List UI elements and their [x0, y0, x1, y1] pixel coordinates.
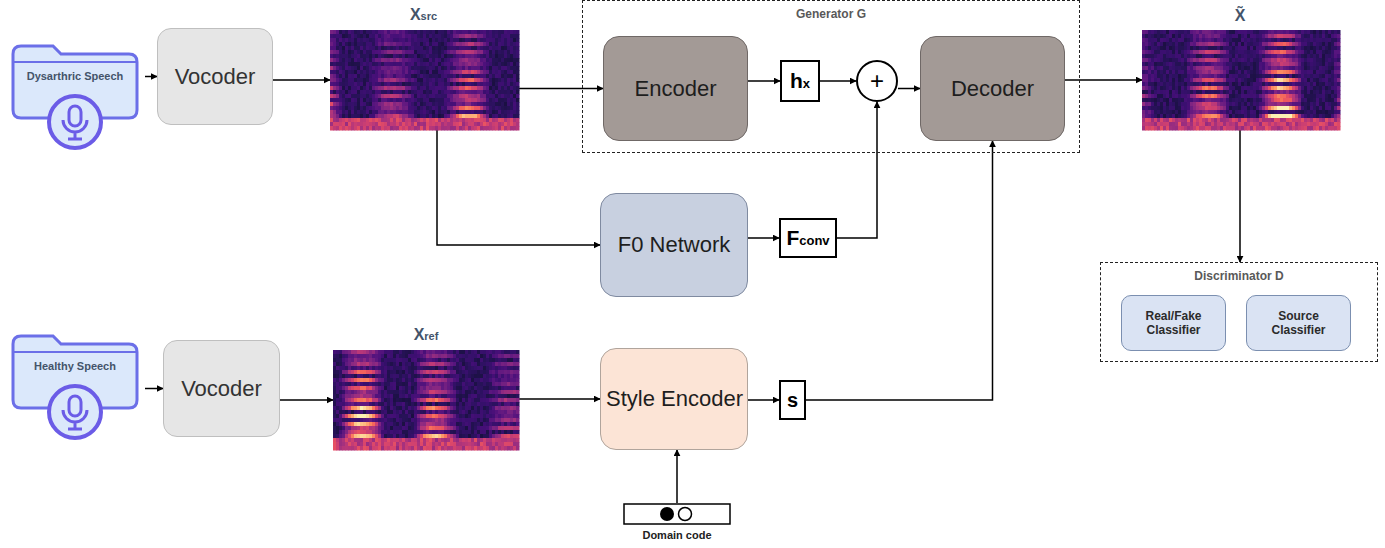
- arrow-connector: [1065, 79, 1142, 81]
- spectrogram: Xsrc: [330, 6, 517, 130]
- sum-circle: +: [856, 60, 898, 102]
- box-label: Vocoder: [175, 64, 256, 90]
- arrow-connector: [517, 88, 603, 90]
- group-title: Discriminator D: [1101, 269, 1377, 283]
- spectrogram: X̃: [1142, 6, 1338, 130]
- box-label: Fconv: [786, 226, 829, 250]
- box-label: Decoder: [951, 76, 1034, 102]
- generator-group: Encoder hx + Decoder Generator G: [582, 0, 1080, 153]
- domain-code-label: Domain code: [623, 529, 731, 541]
- box-label: Vocoder: [181, 376, 262, 402]
- box-label: Encoder: [635, 76, 717, 102]
- arrow-connector: [437, 130, 600, 245]
- arrow-connector: [1239, 130, 1241, 262]
- arrow-connector: [898, 88, 920, 90]
- classifier-box: Real/Fake Classifier: [1121, 295, 1226, 351]
- style-encoder-box: Style Encoder: [600, 348, 748, 450]
- vocoder-box: Vocoder: [157, 28, 273, 125]
- arrow-connector: [748, 237, 779, 239]
- box-label: Real/Fake Classifier: [1127, 309, 1220, 337]
- arrow-connector: [676, 450, 678, 503]
- box-label: Source Classifier: [1252, 309, 1345, 337]
- spectrogram-label: Xref: [333, 326, 519, 344]
- arrow-connector: [280, 399, 333, 401]
- domain-code-vector: [623, 503, 731, 525]
- arrow-connector: [748, 399, 779, 401]
- arrow-connector: [519, 398, 600, 400]
- style-vector-box: s: [779, 380, 806, 420]
- spectrogram-image: [330, 30, 517, 130]
- box-label: hx: [790, 69, 810, 93]
- box-label: s: [787, 389, 798, 412]
- arrow-connector: [145, 76, 157, 78]
- vocoder-box: Vocoder: [163, 340, 280, 437]
- f0-network-box: F0 Network: [600, 193, 748, 297]
- domain-code: Domain code: [623, 503, 731, 545]
- data-folder: Healthy Speech: [5, 330, 145, 442]
- folder-icon: [5, 330, 145, 442]
- f0-feature-box: Fconv: [779, 218, 837, 258]
- folder-icon: [5, 40, 145, 152]
- arrow-connector: [748, 80, 780, 82]
- encoder-box: Encoder: [603, 36, 748, 141]
- spectrogram-image: [1142, 30, 1338, 130]
- classifier-box: Source Classifier: [1246, 295, 1351, 351]
- folder-label: Healthy Speech: [5, 360, 145, 372]
- box-label: F0 Network: [618, 232, 730, 258]
- latent-box: hx: [780, 60, 820, 102]
- arrow-connector: [820, 80, 856, 82]
- box-label: +: [870, 67, 884, 95]
- arrow-connector: [273, 79, 330, 81]
- data-folder: Dysarthric Speech: [5, 40, 145, 152]
- arrow-connector: [806, 141, 993, 400]
- arrow-connector: [837, 102, 877, 238]
- decoder-box: Decoder: [920, 36, 1065, 141]
- arrow-connector: [145, 388, 163, 390]
- box-label: Style Encoder: [606, 386, 742, 412]
- spectrogram: Xref: [333, 326, 519, 450]
- folder-label: Dysarthric Speech: [5, 70, 145, 82]
- spectrogram-image: [333, 350, 519, 450]
- discriminator-group: Real/Fake Classifier Source Classifier Dis…: [1100, 262, 1378, 362]
- group-title: Generator G: [583, 7, 1079, 21]
- spectrogram-label: Xsrc: [330, 6, 517, 24]
- spectrogram-label: X̃: [1142, 6, 1338, 26]
